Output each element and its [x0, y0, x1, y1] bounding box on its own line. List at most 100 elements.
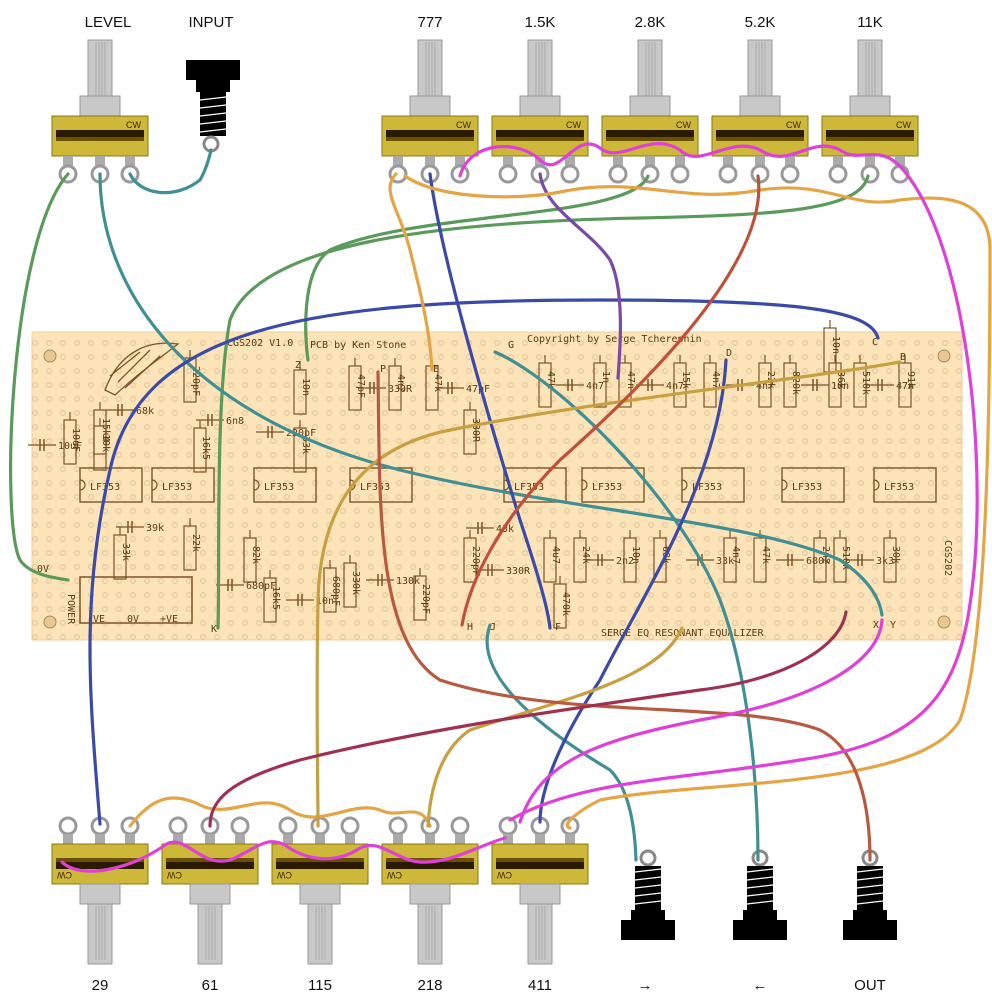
component-value: 130k: [396, 576, 420, 587]
ic-lf353: LF353: [873, 467, 937, 503]
wire-orange: [403, 174, 992, 830]
pot-777[interactable]: CW: [381, 39, 479, 184]
pot-11k[interactable]: CW: [821, 39, 919, 184]
cw-mark: CW: [497, 870, 512, 880]
pot-29[interactable]: CW: [51, 816, 149, 965]
pot-lug: [278, 816, 298, 836]
component-value: 680pF: [246, 581, 276, 592]
component-value: 10k: [100, 434, 111, 452]
component-value: 220pF: [286, 428, 316, 439]
level-pot[interactable]: CW: [51, 39, 149, 184]
wire-green: [304, 174, 650, 362]
component-field: 68k15k410k10uF10uF220pF6n816k510n220pF33…: [28, 320, 916, 629]
component: 330R: [463, 402, 481, 455]
component: 680k: [776, 554, 830, 567]
pot-2k8[interactable]: CW: [601, 39, 699, 184]
component-value: 6n8: [226, 416, 244, 427]
label-61: 61: [202, 977, 219, 994]
wire-teal: [128, 148, 213, 195]
component-value: 2n2: [616, 556, 634, 567]
component-value: 330R: [470, 418, 481, 443]
component: 4n7: [388, 358, 406, 411]
ic-lf353: LF353: [681, 467, 745, 503]
out-jack[interactable]: [843, 849, 897, 940]
component: 10n: [293, 362, 311, 415]
pot-115[interactable]: CW: [271, 816, 369, 965]
cw-mark: CW: [566, 120, 581, 130]
component-value: 1n: [600, 371, 611, 383]
component: 82k: [243, 530, 261, 583]
ic-label: LF353: [360, 482, 390, 493]
component: 4n7: [636, 379, 684, 392]
pin-c: C: [872, 337, 878, 348]
component: 16k5: [193, 420, 211, 473]
cw-mark: CW: [786, 120, 801, 130]
component-value: 33k: [120, 543, 131, 561]
pin-j: J: [490, 622, 496, 633]
component: 33k: [113, 527, 131, 580]
return-jack[interactable]: [733, 849, 787, 940]
component: 10k: [93, 418, 111, 471]
component: 4n7: [723, 530, 741, 583]
cw-mark: CW: [456, 120, 471, 130]
wire-maroon: [208, 610, 848, 828]
wire-magenta: [518, 618, 884, 824]
pot-218[interactable]: CW: [381, 816, 479, 965]
pot-411[interactable]: CW: [491, 816, 589, 965]
pot-lug: [498, 164, 518, 184]
pin-y: Y: [890, 620, 896, 631]
component-value: 4n7: [730, 546, 741, 564]
wire-green: [9, 172, 70, 582]
ic-lf353: LF353: [581, 467, 645, 503]
pot-5k2[interactable]: CW: [711, 39, 809, 184]
wire-red: [460, 174, 761, 627]
ic-label: LF353: [264, 482, 294, 493]
pin-h: H: [467, 622, 473, 633]
send-jack[interactable]: [621, 849, 675, 940]
label-2k8: 2.8K: [635, 14, 666, 31]
label-11k: 11K: [857, 14, 883, 31]
component: 220pF: [463, 530, 481, 583]
pot-lug: [58, 816, 78, 836]
pot-1k5[interactable]: CW: [491, 39, 589, 184]
pin-b: B: [900, 352, 906, 363]
component-value: 10n: [831, 381, 849, 392]
component-value: 47pF: [466, 384, 490, 395]
bottom-labels: 29 61 115 218 411 → ← OUT: [92, 977, 886, 994]
component-value: 47k: [760, 546, 771, 564]
power-block: -VE 0V +VE POWER: [65, 576, 193, 625]
pot-lug: [498, 816, 518, 836]
component: 10n: [801, 379, 849, 392]
ic-label: LF353: [884, 482, 914, 493]
component: 16k5: [263, 570, 281, 623]
pot-61[interactable]: CW: [161, 816, 259, 965]
component-value: 10uF: [58, 441, 82, 452]
component: 220pF: [183, 350, 201, 403]
pot-lug: [310, 816, 330, 836]
ic-lf353: LF353: [253, 467, 317, 503]
rail-neg: -VE: [87, 614, 105, 625]
component: 10uF: [63, 412, 81, 465]
component-value: 10n: [630, 546, 641, 564]
input-jack[interactable]: [186, 60, 240, 153]
component-value: 10uF: [70, 428, 81, 452]
wire-purple: [538, 172, 622, 380]
component-value: 820k: [790, 371, 801, 395]
label-29: 29: [92, 977, 109, 994]
top-controls: CW CW CW CW CW CW: [51, 39, 919, 184]
component: 330k: [343, 555, 361, 608]
component-value: 43k: [496, 524, 514, 535]
component-value: 4n7: [586, 381, 604, 392]
bottom-jacks: [621, 849, 897, 940]
pin-k: K: [211, 624, 217, 635]
ic-lf353: LF353: [781, 467, 845, 503]
pin-x: X: [873, 620, 879, 631]
component: 1n: [593, 355, 611, 408]
label-return: ←: [753, 977, 768, 994]
pcb-side-code: CGS202: [942, 540, 953, 576]
wire-olive: [315, 360, 902, 828]
component-value: 16k5: [270, 586, 281, 610]
top-labels: LEVEL INPUT 777 1.5K 2.8K 5.2K 11K: [85, 14, 883, 31]
component: 220pF: [413, 568, 431, 621]
